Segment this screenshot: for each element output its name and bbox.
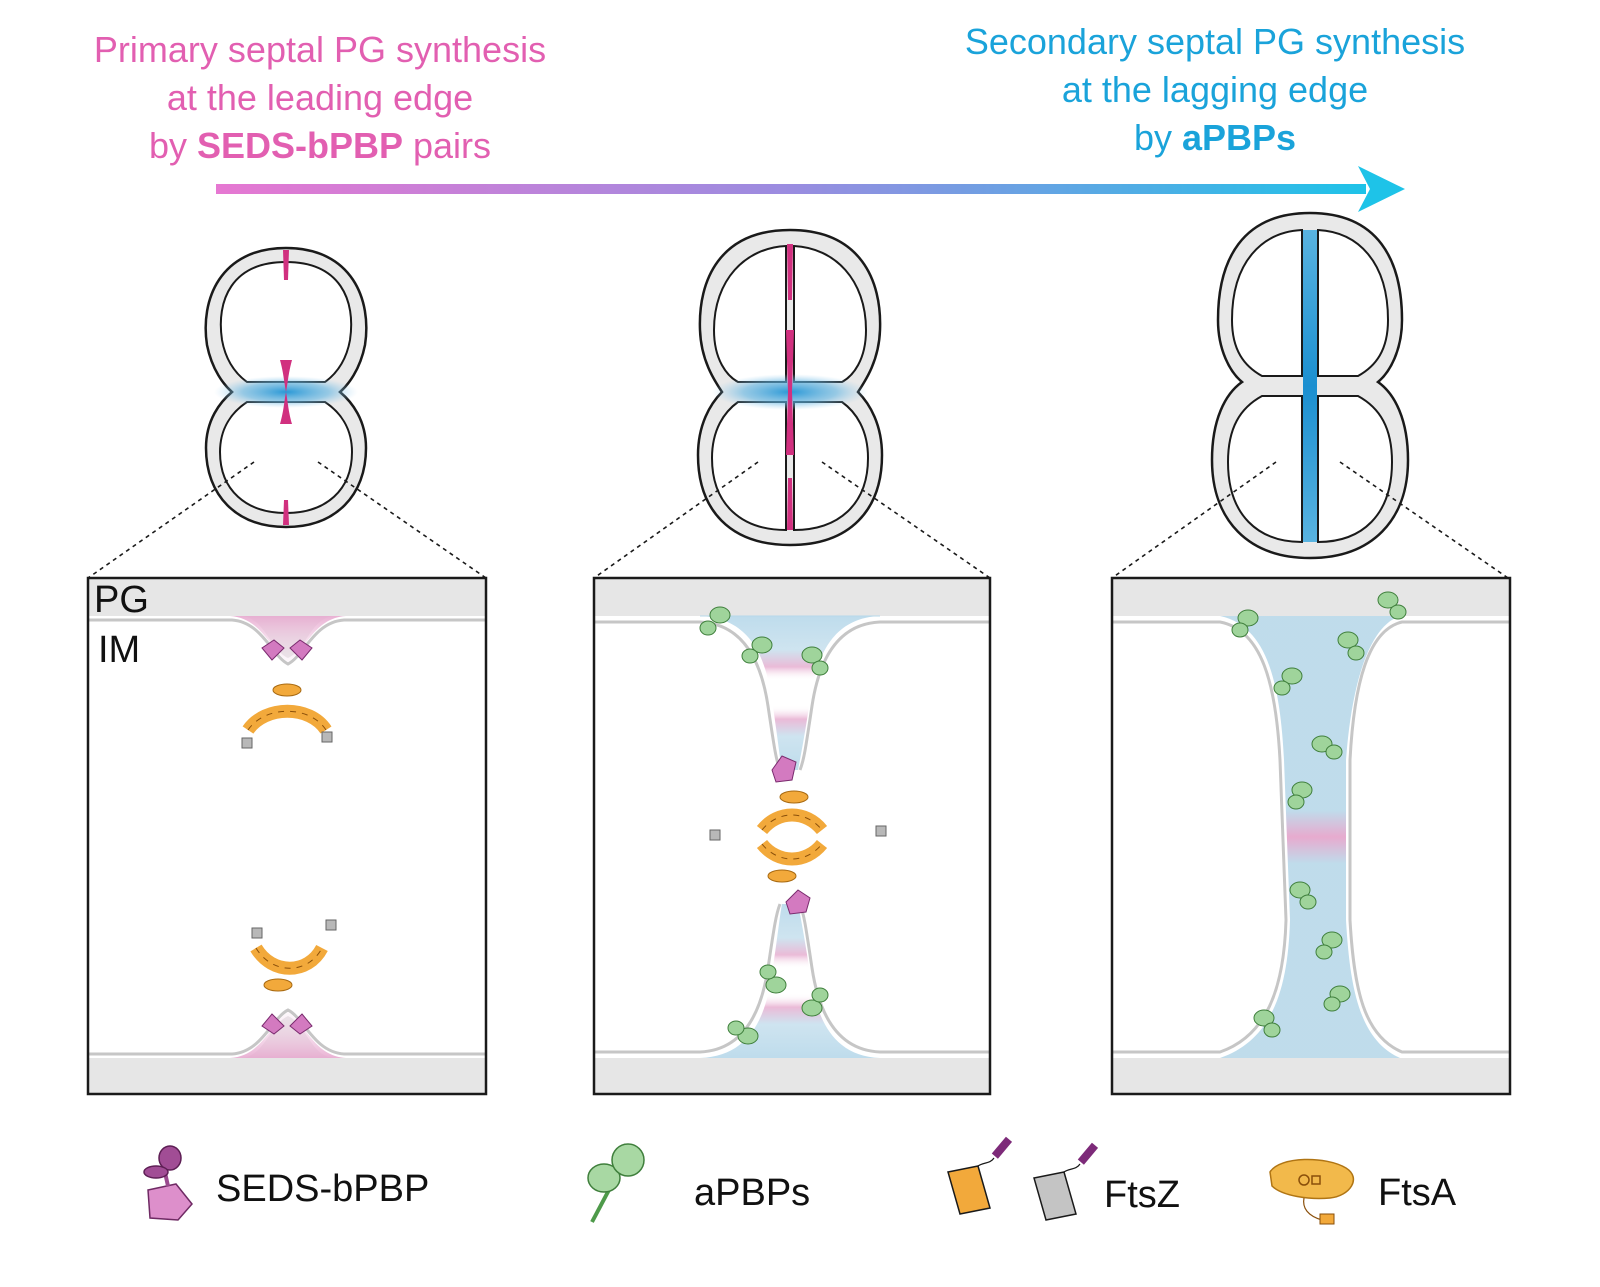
divisome-top-early xyxy=(241,639,333,749)
lagging-edge-line3: by aPBPs xyxy=(1133,117,1297,158)
apbps-emphasis: aPBPs xyxy=(1181,117,1297,158)
lagging-edge-caption: Secondary septal PG synthesis at the lag… xyxy=(910,18,1520,162)
ftsa-icon xyxy=(1269,1158,1354,1225)
zoom-guides xyxy=(87,461,1509,579)
divisome-bottom-early xyxy=(250,919,337,1035)
legend-label-ftsa: FtsA xyxy=(1378,1172,1457,1214)
seds-bpbp-icon xyxy=(143,1145,193,1221)
progression-arrow xyxy=(216,166,1405,212)
lagging-edge-line1: Secondary septal PG synthesis xyxy=(964,21,1466,62)
ftsz-icon xyxy=(947,1136,1099,1221)
apbp-cluster-mid xyxy=(699,606,829,1045)
seds-bpbp-emphasis: SEDS-bPBP xyxy=(196,125,404,166)
legend-label-seds-bpbp: SEDS-bPBP xyxy=(216,1168,430,1210)
leading-edge-line1: Primary septal PG synthesis xyxy=(93,29,547,70)
leading-edge-line3: by SEDS-bPBP pairs xyxy=(148,125,492,166)
cell-stage-late xyxy=(1210,211,1410,560)
cell-stage-early xyxy=(204,246,368,529)
cell-stage-mid xyxy=(696,228,884,547)
zoom-panel-mid xyxy=(592,576,992,1096)
zoom-panel-late xyxy=(1110,576,1512,1096)
leading-edge-line2: at the leading edge xyxy=(166,77,474,118)
leading-edge-caption: Primary septal PG synthesis at the leadi… xyxy=(30,26,610,170)
legend-label-apbps: aPBPs xyxy=(694,1172,811,1214)
apbp-cluster-late xyxy=(1231,591,1407,1038)
lagging-edge-line2: at the lagging edge xyxy=(1061,69,1369,110)
apbp-icon xyxy=(587,1143,645,1223)
legend-label-ftsz: FtsZ xyxy=(1104,1174,1180,1216)
divisome-mid xyxy=(709,755,887,915)
pg-label: PG xyxy=(94,579,149,621)
im-label: IM xyxy=(98,629,141,671)
zoom-panel-early xyxy=(86,576,488,1096)
